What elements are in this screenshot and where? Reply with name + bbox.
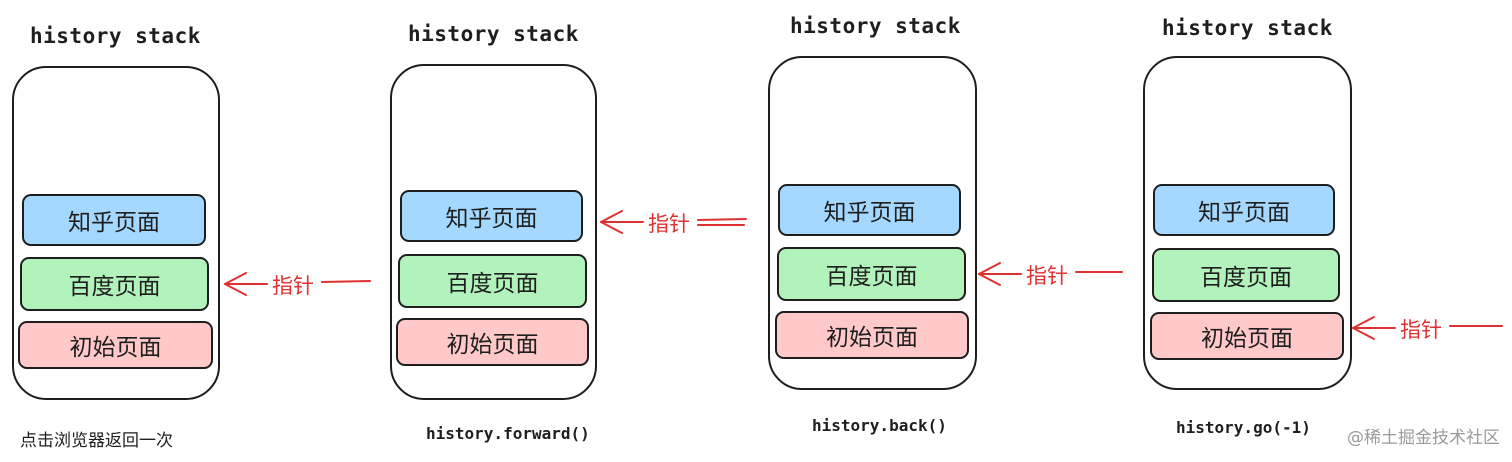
left-arrow-icon xyxy=(224,272,371,296)
baidu-page-block: 百度页面 xyxy=(398,254,587,308)
pointer-label: 指针 xyxy=(1026,264,1068,288)
baidu-page-block: 百度页面 xyxy=(1152,248,1340,302)
baidu-page-block: 百度页面 xyxy=(777,247,966,301)
left-arrow-icon xyxy=(1352,316,1503,340)
initial-page-block: 初始页面 xyxy=(396,318,589,366)
stack-title: history stack xyxy=(408,22,579,46)
pointer-arrow: 指针 xyxy=(976,256,1126,292)
panel-3: history stack 知乎页面 百度页面 初始页面 指针 history.… xyxy=(760,0,1140,462)
baidu-page-block: 百度页面 xyxy=(20,257,209,311)
pointer-arrow: 指针 xyxy=(598,204,748,240)
panel-2: history stack 知乎页面 百度页面 初始页面 指针 history.… xyxy=(380,0,760,462)
stack-title: history stack xyxy=(1162,16,1333,40)
zhihu-page-block: 知乎页面 xyxy=(778,184,961,236)
stack-title: history stack xyxy=(790,14,961,38)
initial-page-block: 初始页面 xyxy=(775,311,969,359)
panel-4: history stack 知乎页面 百度页面 初始页面 指针 history.… xyxy=(1140,0,1512,462)
panel-caption: history.go(-1) xyxy=(1176,418,1311,437)
panel-caption: 点击浏览器返回一次 xyxy=(20,431,173,451)
pointer-label: 指针 xyxy=(272,274,314,298)
pointer-arrow: 指针 xyxy=(222,266,372,302)
pointer-label: 指针 xyxy=(648,212,690,236)
stack-title: history stack xyxy=(30,24,201,48)
initial-page-block: 初始页面 xyxy=(1150,312,1344,360)
watermark: @稀土掘金技术社区 xyxy=(1347,428,1500,448)
left-arrow-icon xyxy=(600,210,747,234)
panel-caption: history.back() xyxy=(812,416,947,435)
panel-caption: history.forward() xyxy=(426,424,590,443)
pointer-arrow: 指针 xyxy=(1350,310,1505,346)
left-arrow-icon xyxy=(978,262,1123,286)
panel-1: history stack 知乎页面 百度页面 初始页面 指针 点击浏览器返回一… xyxy=(0,0,380,462)
zhihu-page-block: 知乎页面 xyxy=(1153,184,1335,236)
initial-page-block: 初始页面 xyxy=(18,321,213,369)
zhihu-page-block: 知乎页面 xyxy=(22,194,206,246)
zhihu-page-block: 知乎页面 xyxy=(400,190,583,242)
pointer-label: 指针 xyxy=(1400,318,1442,342)
